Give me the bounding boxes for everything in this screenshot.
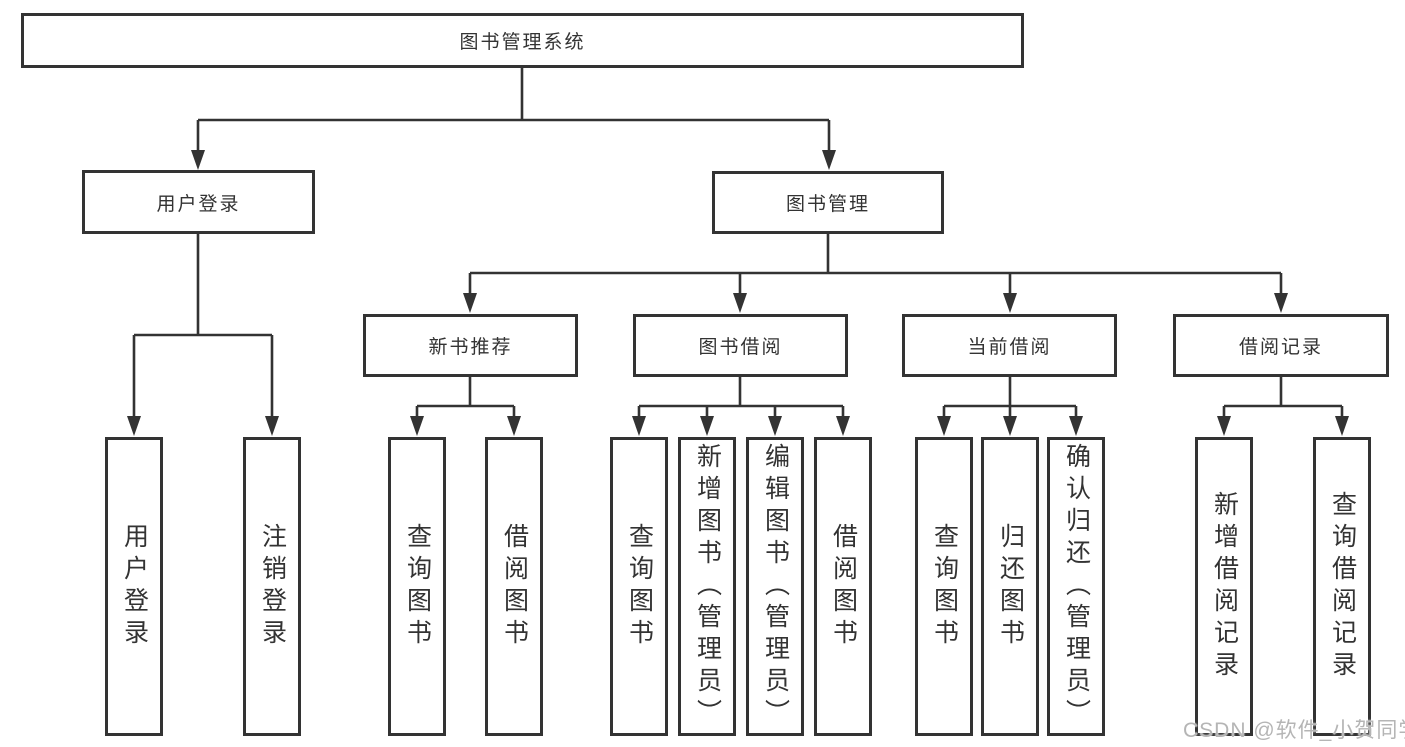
leaf-add-book-admin: 新增图书（管理员）: [678, 437, 736, 736]
node-root-library-system: 图书管理系统: [21, 13, 1024, 68]
node-book-management: 图书管理: [712, 171, 944, 234]
leaf-query-book-under-borrow: 查询图书: [610, 437, 668, 736]
leaf-return-book: 归还图书: [981, 437, 1039, 736]
leaf-edit-book-admin: 编辑图书（管理员）: [746, 437, 804, 736]
node-new-book-recommend: 新书推荐: [363, 314, 578, 377]
node-current-borrow: 当前借阅: [902, 314, 1117, 377]
leaf-borrow-book-under-borrow: 借阅图书: [814, 437, 872, 736]
leaf-query-borrow-record: 查询借阅记录: [1313, 437, 1371, 736]
leaf-add-borrow-record: 新增借阅记录: [1195, 437, 1253, 736]
csdn-watermark: CSDN @软件_小贺同学: [1183, 719, 1405, 742]
leaf-borrow-book-under-recommend: 借阅图书: [485, 437, 543, 736]
leaf-query-book-under-current: 查询图书: [915, 437, 973, 736]
leaf-user-login: 用户登录: [105, 437, 163, 736]
leaf-logout: 注销登录: [243, 437, 301, 736]
leaf-query-book-under-recommend: 查询图书: [388, 437, 446, 736]
node-book-borrow: 图书借阅: [633, 314, 848, 377]
node-borrow-records: 借阅记录: [1173, 314, 1389, 377]
leaf-confirm-return-admin: 确认归还（管理员）: [1047, 437, 1105, 736]
node-user-login: 用户登录: [82, 170, 315, 234]
arrowhead-icons: [127, 150, 1349, 436]
